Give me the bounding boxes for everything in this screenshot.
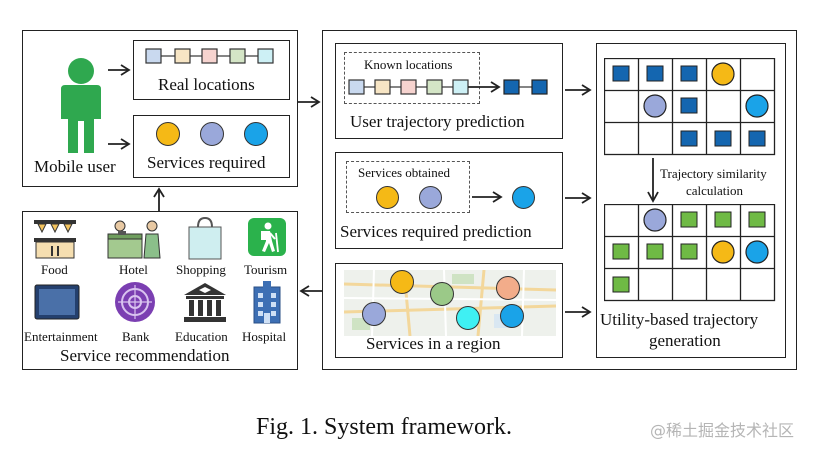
arrow-recommendation-to-user [153, 187, 165, 212]
services-in-region-label: Services in a region [366, 334, 501, 353]
bank-label: Bank [122, 329, 150, 344]
arrow-obtained-to-predicted [472, 191, 503, 203]
similarity-label-line1: Trajectory similarity [660, 166, 767, 181]
region-circle-cyan [500, 304, 524, 328]
hotel-label: Hotel [119, 262, 148, 277]
generation-label-line1: Utility-based trajectory [600, 310, 759, 329]
generation-label-line2: generation [649, 331, 721, 350]
mobile-user-icon [61, 58, 101, 153]
arrow-user-to-locations [108, 64, 131, 76]
food-label: Food [41, 262, 68, 277]
arrow-prediction-to-generation [565, 192, 592, 204]
real-locations-label: Real locations [158, 75, 255, 94]
hotel-icon [107, 220, 161, 259]
hospital-label: Hospital [242, 329, 287, 344]
mobile-user-label: Mobile user [34, 157, 116, 176]
watermark: @稀土掘金技术社区 [650, 421, 795, 440]
known-locations-label: Known locations [364, 57, 453, 72]
food-icon [34, 220, 76, 259]
services-obtained-label: Services obtained [358, 165, 451, 180]
arrow-framework-to-recommendation [299, 285, 324, 297]
service-circle-orange [156, 122, 180, 146]
predicted-circle-cyan [512, 186, 535, 209]
bank-icon [115, 282, 155, 322]
generated-trajectory-grid [604, 204, 776, 302]
education-building-icon [184, 283, 226, 322]
tourism-hiker-icon [248, 218, 286, 256]
shopping-label: Shopping [176, 262, 226, 277]
obtained-circle-lavender [419, 186, 442, 209]
services-required-prediction-label: Services required prediction [340, 222, 532, 241]
entertainment-label: Entertainment [24, 329, 98, 344]
region-circle-lavender [362, 302, 386, 326]
region-circle-aqua [456, 306, 480, 330]
arrow-trajectory-to-grid [565, 84, 592, 96]
obtained-circle-orange [376, 186, 399, 209]
education-label: Education [175, 329, 228, 344]
service-recommendation-title: Service recommendation [60, 346, 230, 365]
region-circle-green [430, 282, 454, 306]
service-circle-lavender [200, 122, 224, 146]
entertainment-tv-icon [34, 284, 80, 320]
region-circle-salmon [496, 276, 520, 300]
figure-caption: Fig. 1. System framework. [256, 414, 512, 440]
arrow-user-panel-to-predictions [298, 96, 321, 108]
service-circle-cyan [244, 122, 268, 146]
arrow-similarity-down [647, 158, 659, 203]
region-circle-orange [390, 270, 414, 294]
services-obtained-group [346, 161, 470, 213]
services-required-label: Services required [147, 153, 266, 172]
known-locations-group [344, 52, 480, 104]
shopping-bag-icon [188, 216, 222, 260]
user-trajectory-prediction-label: User trajectory prediction [350, 112, 525, 131]
hospital-icon [253, 281, 281, 324]
tourism-label: Tourism [244, 262, 288, 277]
arrow-user-to-services [108, 138, 131, 150]
real-locations-sequence [145, 48, 274, 64]
known-locations-sequence [348, 79, 548, 95]
historical-trajectory-grid [604, 58, 776, 156]
arrow-region-to-generation [565, 306, 592, 318]
similarity-label-line2: calculation [686, 183, 744, 198]
